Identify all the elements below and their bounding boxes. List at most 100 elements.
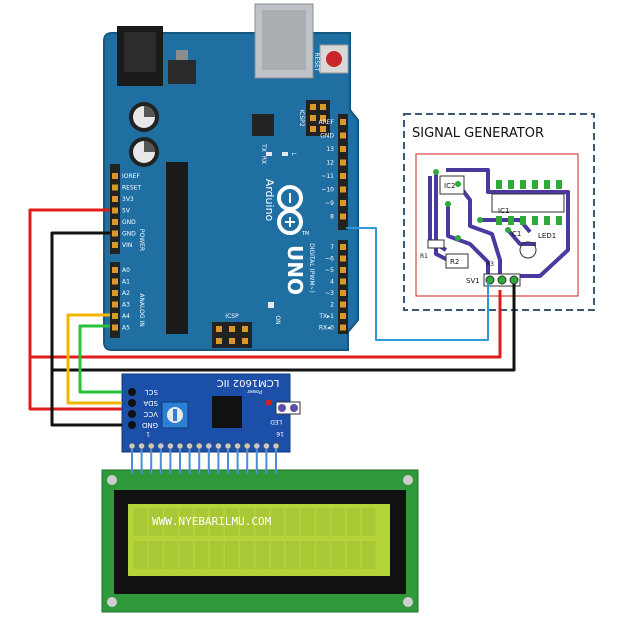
c1-label: C1 <box>512 230 521 238</box>
trademark-label: TM <box>301 231 309 237</box>
lcd-char-cell <box>346 541 361 569</box>
i2c-pin-label: SDA <box>143 399 158 407</box>
usb-chip <box>252 114 274 136</box>
i2c-strip-pin <box>253 442 261 450</box>
power-section-label: POWER <box>138 229 145 251</box>
i2c-strip-pin <box>195 442 203 450</box>
lcd-char-cell <box>179 541 193 569</box>
led-rx-label: RX <box>260 156 267 164</box>
lcd-char-cell <box>179 508 193 536</box>
i2c-strip-pin <box>272 442 280 450</box>
power-pin-label: IOREF <box>122 173 140 180</box>
analog-header <box>110 262 120 338</box>
i2c-strip-pin <box>147 442 155 450</box>
ic1-label: IC1 <box>498 207 509 215</box>
arduino-uno-board: RESET ICSP2 TX RX L <box>103 3 359 351</box>
lcd-char-cell <box>149 541 163 569</box>
reset-label: RESET <box>313 52 320 72</box>
led1-label: LED1 <box>538 232 556 240</box>
lcd-char-cell <box>361 541 376 569</box>
ic1-pins <box>496 180 562 225</box>
i2c-strip-pin <box>167 442 174 450</box>
lcd-char-cell <box>361 508 376 536</box>
wire-5v-red <box>28 208 502 411</box>
wire-scl-green <box>78 324 122 394</box>
lcd-char-cell <box>133 541 148 569</box>
lcd-char-cell <box>270 541 285 569</box>
i2c-strip-pin <box>215 442 222 450</box>
analog-pin-label: A3 <box>122 302 130 309</box>
i2c-power-label: Power <box>246 388 262 394</box>
i2c-strip-pin <box>157 442 165 450</box>
lcd-char-cell <box>270 508 285 536</box>
lcd-char-cell <box>164 541 178 569</box>
power-pin-label: RESET <box>122 185 142 192</box>
lcd-character-grid <box>133 508 376 569</box>
lcd-char-cell <box>316 508 330 536</box>
r3-label: R3 <box>486 261 494 268</box>
digital-pin-label: TX▸1 <box>318 313 334 320</box>
lcd-char-cell <box>331 508 345 536</box>
lcd-char-cell <box>316 541 330 569</box>
capacitor-1 <box>129 102 159 132</box>
lcd-char-cell <box>209 508 224 536</box>
lcd-1602-display: WWW.NYEBARILMU.COM <box>101 449 419 613</box>
lcd-char-cell <box>346 508 361 536</box>
arduino-logo <box>277 185 303 235</box>
lcd-char-cell <box>285 508 300 536</box>
digital-pin-label: 4 <box>330 279 334 286</box>
digital-pin-label: ~3 <box>325 290 334 297</box>
i2c-strip-pin <box>234 442 241 450</box>
lcd-char-cell <box>225 541 239 569</box>
digital-pin-label: 8 <box>330 214 334 221</box>
icsp2-label: ICSP2 <box>298 109 305 126</box>
r2-label: R2 <box>450 258 459 266</box>
lcd-char-cell <box>194 541 209 569</box>
led-tx-label: TX <box>260 143 267 152</box>
analog-pin-label: A5 <box>122 325 130 332</box>
on-label: ON <box>274 315 281 324</box>
lcd-char-cell <box>255 508 269 536</box>
icsp-label: ICSP <box>225 313 239 320</box>
digital-pin-label: RX◂0 <box>319 325 334 332</box>
i2c-strip-pin <box>205 442 213 450</box>
wire-signal-blue <box>346 227 489 341</box>
digital-pin-label: ~5 <box>325 267 334 274</box>
pcf8574-chip <box>212 396 242 428</box>
i2c-strip-pin <box>128 442 136 450</box>
atmega-chip <box>166 162 188 334</box>
lcd-char-cell <box>194 508 209 536</box>
lcd-char-cell <box>255 541 269 569</box>
i2c-strip-pin <box>186 442 193 450</box>
digital-pin-label: ~6 <box>325 256 334 263</box>
wires <box>28 208 516 427</box>
i2c-pin1-label: 1 <box>146 430 150 437</box>
analog-pin-label: A2 <box>122 290 130 297</box>
lcd-char-cell <box>331 541 345 569</box>
i2c-strip-pin <box>243 442 251 450</box>
wire-gnd-black <box>50 231 516 427</box>
analog-pin-label: A4 <box>122 313 130 320</box>
signal-generator-title: SIGNAL GENERATOR <box>412 126 544 141</box>
i2c-pin-label: SCL <box>145 388 158 396</box>
wire-sda-yellow <box>66 313 122 405</box>
i2c-strip-pin <box>224 442 232 450</box>
i2c-board <box>121 373 291 453</box>
sv1-connector <box>483 273 521 287</box>
digital-pin-label: AREF <box>318 119 334 126</box>
digital-section-label: DIGITAL (PWM~) <box>308 243 315 293</box>
lcd-text: WWW.NYEBARILMU.COM <box>152 515 272 528</box>
analog-pin-label: A0 <box>122 267 130 274</box>
lcd-char-cell <box>240 541 254 569</box>
lcd-char-cell <box>209 541 224 569</box>
lcd-char-cell <box>285 541 300 569</box>
arduino-model: UNO <box>283 245 307 295</box>
digital-pin-label: 7 <box>330 244 334 251</box>
lcd-char-cell <box>225 508 239 536</box>
i2c-strip-pin <box>263 442 270 450</box>
voltage-regulator <box>168 60 196 84</box>
